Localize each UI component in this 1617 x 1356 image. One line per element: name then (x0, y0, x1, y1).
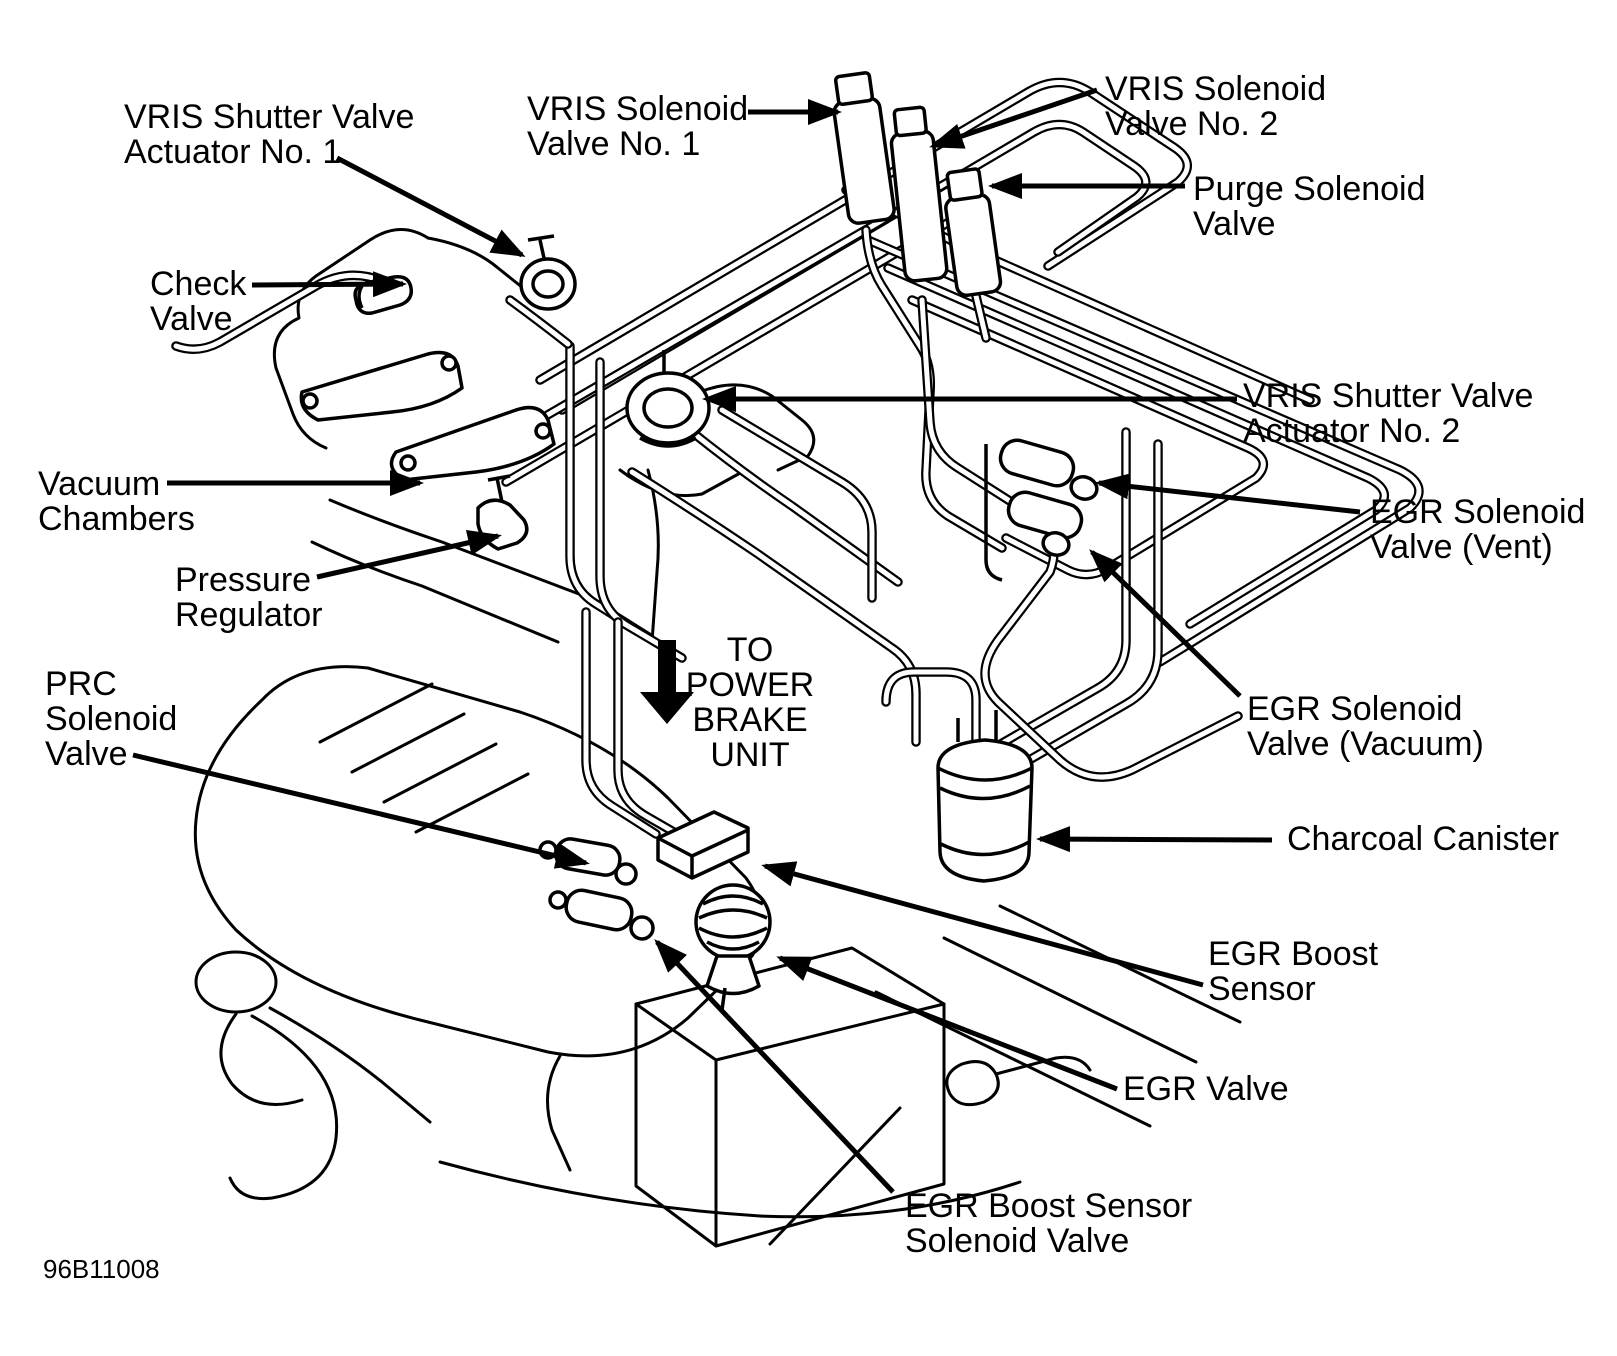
components (299, 71, 1099, 1011)
label-to-power-brake-unit: TO POWER BRAKE UNIT (640, 633, 860, 773)
label-vris-shutter-valve-actuator-2: VRIS Shutter Valve Actuator No. 2 (1243, 379, 1533, 449)
label-line: Check (150, 265, 247, 303)
label-line: Regulator (175, 596, 323, 634)
label-vris-solenoid-valve-2: VRIS Solenoid Valve No. 2 (1105, 72, 1326, 142)
vris-shutter-actuator-2-shape (625, 350, 711, 448)
label-line: Actuator No. 1 (124, 133, 342, 171)
leader-egr-valve (776, 955, 1118, 1092)
label-vris-shutter-valve-actuator-1: VRIS Shutter Valve Actuator No. 1 (124, 100, 414, 170)
vris-solenoid-valve-1-shape (832, 71, 896, 225)
label-vacuum-chambers: Vacuum Chambers (38, 467, 195, 537)
label-egr-boost-sensor-solenoid-valve: EGR Boost Sensor Solenoid Valve (905, 1189, 1192, 1259)
label-line: VRIS Solenoid (527, 90, 749, 128)
label-pressure-regulator: Pressure Regulator (175, 563, 322, 633)
label-line: EGR Solenoid (1370, 493, 1586, 531)
label-prc-solenoid-valve: PRC Solenoid Valve (45, 667, 177, 772)
label-egr-solenoid-valve-vacuum: EGR Solenoid Valve (Vacuum) (1247, 692, 1484, 762)
leader-vris-solenoid-2 (929, 87, 1098, 149)
leader-egr-solenoid-vent (1095, 473, 1361, 515)
leader-check-valve (251, 271, 407, 298)
label-line: EGR Boost (1208, 935, 1379, 973)
leader-arrows (132, 87, 1361, 1194)
label-line: Valve No. 2 (1105, 105, 1279, 143)
egr-boost-sensor-solenoid-valve-shape (548, 888, 655, 941)
label-purge-solenoid-valve: Purge Solenoid Valve (1193, 172, 1426, 242)
egr-valve-shape (694, 883, 772, 1011)
label-line: Pressure (175, 561, 312, 599)
leader-egr-boost-sensor (761, 861, 1204, 988)
leader-egr-solenoid-vacuum (1089, 549, 1242, 698)
label-line: Charcoal Canister (1287, 820, 1560, 858)
label-line: Vacuum (38, 465, 161, 503)
label-line: Purge Solenoid (1193, 170, 1426, 208)
vris-shutter-actuator-1-shape (519, 234, 577, 311)
label-line: Solenoid (45, 700, 178, 738)
label-line: EGR Boost Sensor (905, 1187, 1193, 1225)
label-line: TO (726, 631, 774, 669)
label-egr-boost-sensor: EGR Boost Sensor (1208, 937, 1378, 1007)
leader-prc-solenoid (132, 752, 590, 869)
label-vris-solenoid-valve-1: VRIS Solenoid Valve No. 1 (527, 92, 748, 162)
label-line: POWER (685, 666, 815, 704)
label-line: UNIT (710, 736, 790, 774)
leader-charcoal-canister (1036, 826, 1273, 853)
label-line: VRIS Solenoid (1105, 70, 1327, 108)
label-line: EGR Solenoid (1247, 690, 1463, 728)
label-line: Chambers (38, 500, 195, 538)
leader-pressure-regulator (316, 529, 502, 580)
label-line: PRC (45, 665, 117, 703)
label-line: BRAKE (692, 701, 808, 739)
power-brake-down-arrow-icon (640, 640, 694, 724)
label-line: Valve (45, 735, 128, 773)
label-line: VRIS Shutter Valve (1243, 377, 1534, 415)
label-egr-valve: EGR Valve (1123, 1072, 1289, 1107)
charcoal-canister-shape (936, 710, 1034, 883)
label-line: 96B11008 (43, 1254, 160, 1284)
label-line: VRIS Shutter Valve (124, 98, 415, 136)
label-egr-solenoid-valve-vent: EGR Solenoid Valve (Vent) (1370, 495, 1585, 565)
label-line: Solenoid Valve (905, 1222, 1130, 1260)
label-line: EGR Valve (1123, 1070, 1289, 1108)
label-line: Valve (Vent) (1370, 528, 1553, 566)
leader-vris-shutter-actuator-1 (335, 155, 526, 258)
label-line: Sensor (1208, 970, 1316, 1008)
vacuum-chambers-shape (299, 350, 556, 482)
figure-code: 96B11008 (43, 1255, 160, 1283)
egr-solenoid-valves-shape (984, 438, 1099, 582)
vris-solenoid-valve-2-shape (889, 105, 949, 283)
label-line: Valve (1193, 205, 1276, 243)
label-line: Valve (Vacuum) (1247, 725, 1484, 763)
label-line: Actuator No. 2 (1243, 412, 1461, 450)
egr-boost-sensor-shape (656, 810, 750, 880)
prc-solenoid-valve-shape (538, 837, 638, 886)
label-line: Valve (150, 300, 233, 338)
purge-solenoid-valve-shape (944, 167, 1003, 298)
label-charcoal-canister: Charcoal Canister (1287, 822, 1559, 857)
label-line: Valve No. 1 (527, 125, 701, 163)
leader-egr-boost-sensor-solenoid (654, 939, 895, 1194)
label-check-valve: Check Valve (150, 267, 246, 337)
